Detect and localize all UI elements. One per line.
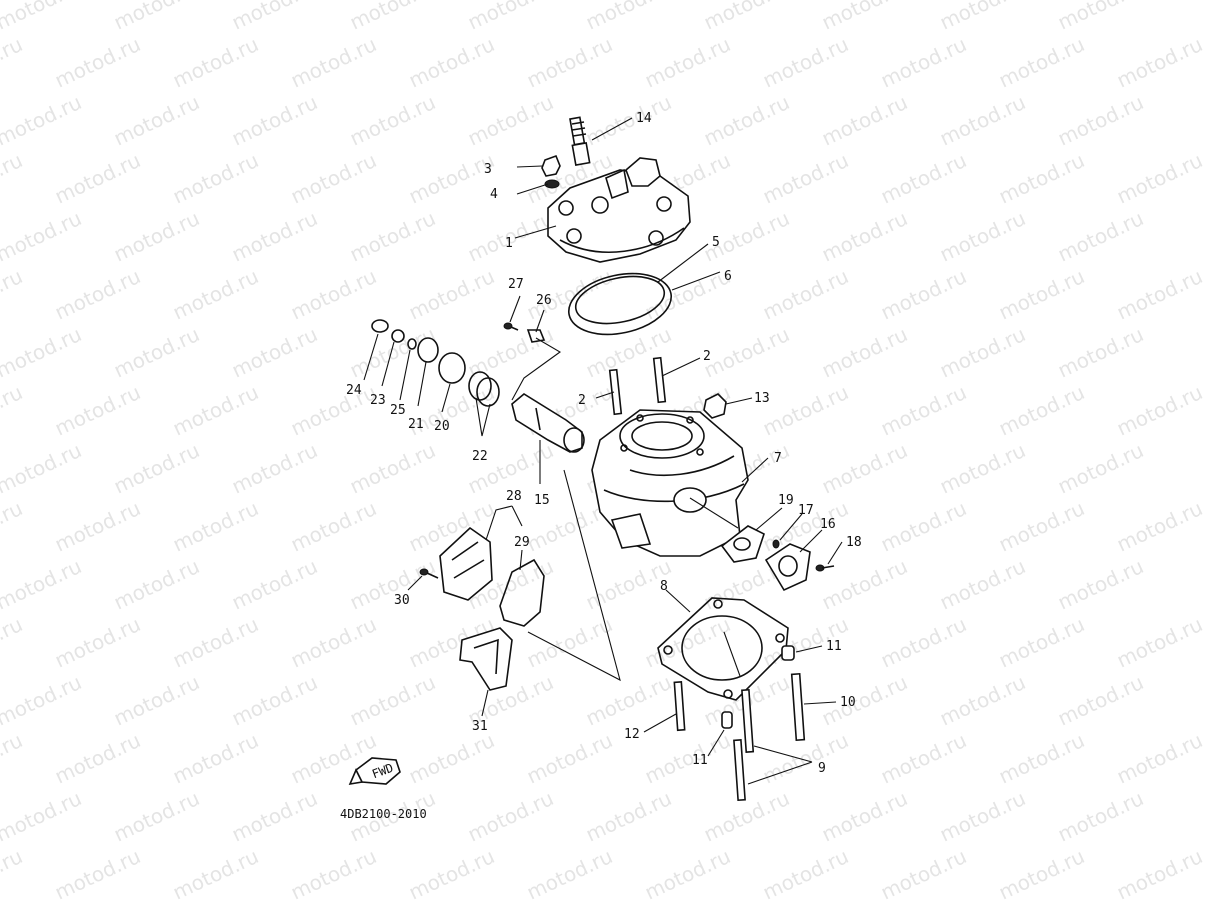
o-ring-5 <box>574 275 666 325</box>
gasket-19 <box>720 525 765 563</box>
cap-24 <box>371 319 389 333</box>
callout-11a: 11 <box>826 639 842 654</box>
callout-labels: 1 2 2 3 4 5 6 7 8 9 10 11 11 12 13 14 15… <box>346 111 862 776</box>
callout-30: 30 <box>394 593 410 608</box>
callout-22: 22 <box>472 449 488 464</box>
callout-2b: 2 <box>578 393 586 408</box>
o-ring-25 <box>407 338 417 350</box>
callout-6: 6 <box>724 269 732 284</box>
callout-12: 12 <box>624 727 640 742</box>
nut-13 <box>703 393 727 419</box>
callout-20: 20 <box>434 419 450 434</box>
callout-28: 28 <box>506 489 522 504</box>
stud-12 <box>673 680 686 732</box>
callout-25: 25 <box>390 403 406 418</box>
reed-valve-28 <box>439 526 493 601</box>
cylinder <box>591 409 749 557</box>
ring-22b <box>476 377 500 407</box>
dowel-11a <box>781 645 795 661</box>
flange-16 <box>764 543 811 592</box>
studs-2 <box>608 356 667 416</box>
nut-3 <box>541 154 561 177</box>
callout-11b: 11 <box>692 753 708 768</box>
gasket-29 <box>499 558 545 627</box>
callout-26: 26 <box>536 293 552 308</box>
fwd-arrow-icon: FWD <box>348 757 401 786</box>
washer-23 <box>391 329 405 343</box>
callout-18: 18 <box>846 535 862 550</box>
cylinder-head <box>547 157 691 263</box>
valve-assembly-15 <box>511 393 585 453</box>
fwd-label: FWD <box>370 761 395 782</box>
callout-13: 13 <box>754 391 770 406</box>
callout-14: 14 <box>636 111 652 126</box>
manifold-31 <box>459 627 513 691</box>
bearing-21 <box>417 337 439 363</box>
bolt-18 <box>815 564 835 572</box>
callout-5: 5 <box>712 235 720 250</box>
ring-22a <box>468 371 492 401</box>
callout-9: 9 <box>818 761 826 776</box>
part-code: 4DB2100-2010 <box>340 807 427 821</box>
callout-1: 1 <box>505 236 513 251</box>
o-ring-6 <box>567 272 673 336</box>
bolt-30 <box>419 568 439 579</box>
callout-17: 17 <box>798 503 814 518</box>
callout-15: 15 <box>534 493 550 508</box>
callout-2a: 2 <box>703 349 711 364</box>
pin-17 <box>772 539 780 549</box>
callout-24: 24 <box>346 383 362 398</box>
callout-23: 23 <box>370 393 386 408</box>
callout-31: 31 <box>472 719 488 734</box>
seal-20 <box>438 352 466 384</box>
bolt-27 <box>503 322 519 331</box>
leader-lines <box>363 117 843 785</box>
callout-27: 27 <box>508 277 524 292</box>
washer-4 <box>544 179 560 189</box>
callout-4: 4 <box>490 187 498 202</box>
callout-29: 29 <box>514 535 530 550</box>
callout-7: 7 <box>774 451 782 466</box>
callout-3: 3 <box>484 162 492 177</box>
bracket-26 <box>526 329 546 343</box>
callout-19: 19 <box>778 493 794 508</box>
studs-9 <box>733 688 755 802</box>
callout-21: 21 <box>408 417 424 432</box>
callout-8: 8 <box>660 579 668 594</box>
stud-10 <box>790 672 806 742</box>
dowel-11b <box>721 711 733 729</box>
spark-plug <box>569 116 591 166</box>
callout-16: 16 <box>820 517 836 532</box>
callout-10: 10 <box>840 695 856 710</box>
